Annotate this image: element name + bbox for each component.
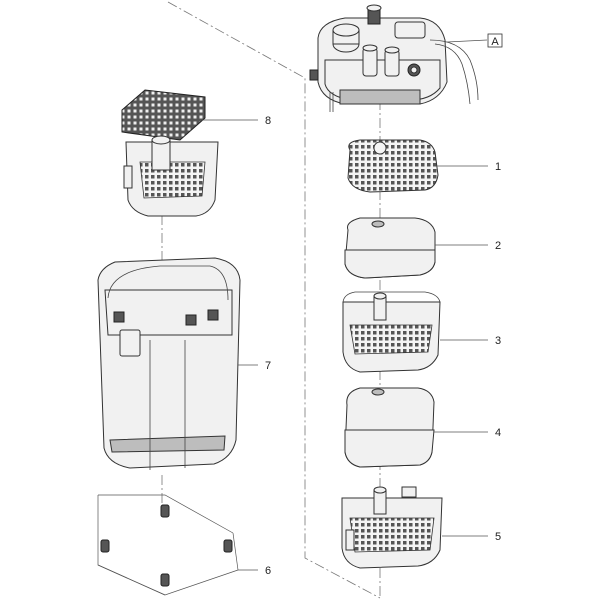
callout-2-label: 2	[495, 240, 501, 252]
part-5-basket	[341, 486, 443, 569]
callout-5-label: 5	[495, 531, 501, 543]
callout-3-label: 3	[495, 335, 501, 347]
part-1-perforated-plate	[347, 139, 439, 193]
callout-7-label: 7	[265, 360, 271, 372]
callout-1-label: 1	[495, 161, 501, 173]
callout-8-label: 8	[265, 115, 271, 127]
part-8-basket-with-pad	[121, 89, 219, 217]
part-2-sponge	[344, 217, 436, 279]
callout-4-label: 4	[495, 427, 501, 439]
pump-head	[309, 4, 479, 112]
callout-a: A	[487, 33, 503, 48]
leader-lines	[190, 39, 488, 571]
part-7-canister	[97, 257, 241, 470]
part-3-basket	[342, 291, 441, 373]
callout-a-label: A	[491, 36, 499, 48]
callout-6-label: 6	[265, 565, 271, 577]
part-4-sponge	[344, 387, 435, 468]
part-6-feet	[97, 494, 239, 596]
